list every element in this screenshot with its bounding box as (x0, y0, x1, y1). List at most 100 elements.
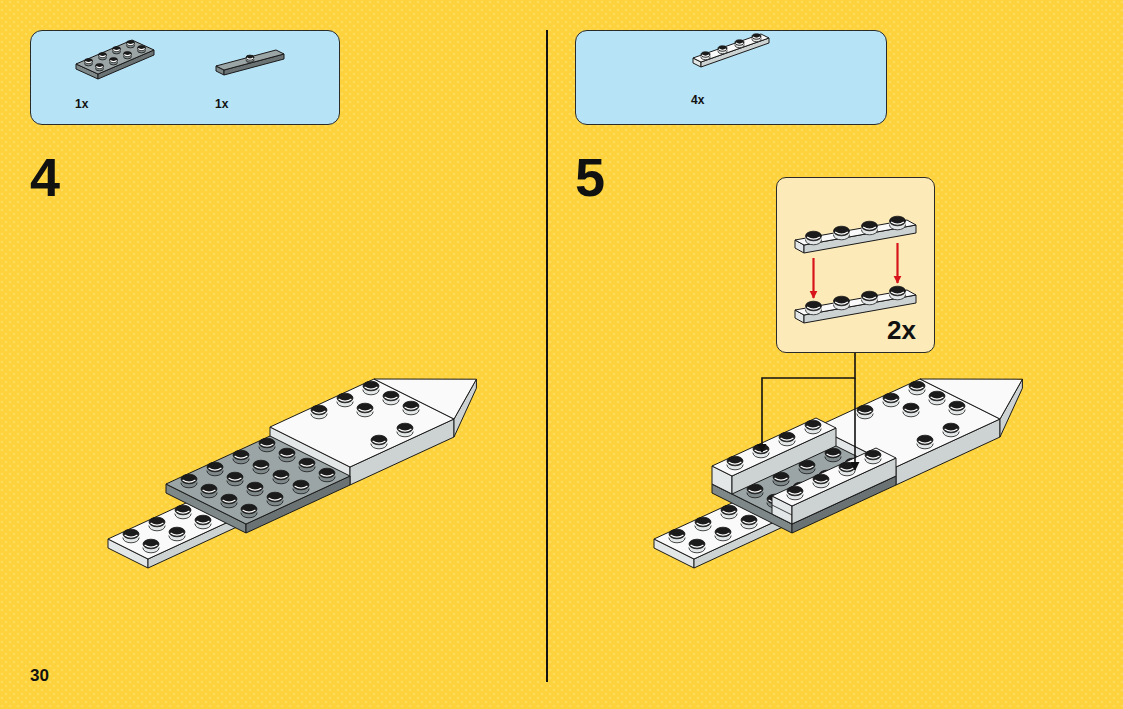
parts-list-box: 4x (575, 30, 887, 125)
sub-assembly-callout: 2x (776, 177, 935, 353)
stud (727, 456, 743, 470)
stud (689, 539, 705, 553)
stud (721, 505, 737, 519)
nose-top (920, 379, 1022, 419)
red-assembly-arrow (812, 258, 814, 298)
stud (695, 517, 711, 531)
stud (259, 438, 275, 452)
stud (890, 216, 906, 230)
step-divider (546, 30, 548, 682)
stud (169, 527, 185, 541)
stud (175, 505, 191, 519)
stud (735, 40, 744, 48)
stud (311, 405, 327, 419)
stud (363, 381, 379, 395)
stud (403, 401, 419, 415)
stacked-plates (712, 418, 836, 494)
stacked-plates (772, 448, 896, 524)
stud (138, 46, 146, 53)
quantity-label: 4x (691, 94, 704, 106)
brick-top (166, 436, 350, 524)
quantity-label: 1x (75, 98, 88, 110)
stud (839, 462, 855, 476)
stud (701, 52, 710, 60)
stud (753, 444, 769, 458)
stud (806, 301, 822, 315)
white-plate-1x4 (693, 34, 769, 67)
stud (787, 486, 803, 500)
parts-list-box: 1x 1x (30, 30, 340, 125)
gray-plate-1x4-one-stud (216, 50, 284, 75)
stud (857, 405, 873, 419)
stud (267, 492, 283, 506)
stud (397, 423, 413, 437)
stud (241, 504, 257, 518)
stud (917, 435, 933, 449)
nose-top (374, 379, 476, 419)
stud (718, 46, 727, 54)
part-illustration (31, 31, 341, 126)
stud (337, 393, 353, 407)
stud (865, 450, 881, 464)
leader-arrow (854, 378, 856, 470)
step-number: 5 (575, 150, 605, 204)
stud (124, 52, 132, 59)
part-illustration (576, 31, 888, 126)
stud (371, 435, 387, 449)
tail-plate (108, 491, 252, 568)
stud (909, 381, 925, 395)
stud (883, 393, 899, 407)
sub-assembly (795, 216, 916, 323)
stud (99, 53, 107, 60)
step-number: 4 (30, 150, 60, 204)
brick-top (76, 40, 154, 74)
stud (319, 468, 335, 482)
brick-top (795, 220, 916, 245)
stud (253, 460, 269, 474)
brick-top (772, 448, 896, 506)
stud (752, 34, 761, 42)
tail-plate (654, 491, 798, 568)
stud (949, 401, 965, 415)
stud (293, 480, 309, 494)
stud (357, 403, 373, 417)
stud (834, 226, 850, 240)
brick-top (693, 34, 769, 62)
stud (221, 494, 237, 508)
stud (207, 462, 223, 476)
step5-model (654, 379, 1022, 568)
leader-arrow (762, 353, 855, 452)
stud (903, 403, 919, 417)
stud (227, 472, 243, 486)
quantity-label: 1x (215, 98, 228, 110)
step4-model (108, 379, 476, 568)
stud (669, 529, 685, 543)
stud (813, 474, 829, 488)
gray-plate (166, 436, 350, 533)
stud (181, 474, 197, 488)
brick-top (712, 418, 836, 476)
stud (96, 64, 104, 71)
red-assembly-arrow (896, 243, 898, 283)
stud (279, 448, 295, 462)
stud (943, 423, 959, 437)
stud (149, 517, 165, 531)
stud (85, 59, 93, 66)
stud (862, 291, 878, 305)
stud (383, 391, 399, 405)
stud (273, 470, 289, 484)
part-images (693, 34, 769, 67)
stud (195, 515, 211, 529)
stud (862, 221, 878, 235)
stud (123, 529, 139, 543)
stud (806, 231, 822, 245)
page-number: 30 (30, 667, 49, 684)
stud (143, 539, 159, 553)
stud (834, 296, 850, 310)
stud (779, 432, 795, 446)
part-images (76, 40, 284, 79)
stud (201, 484, 217, 498)
